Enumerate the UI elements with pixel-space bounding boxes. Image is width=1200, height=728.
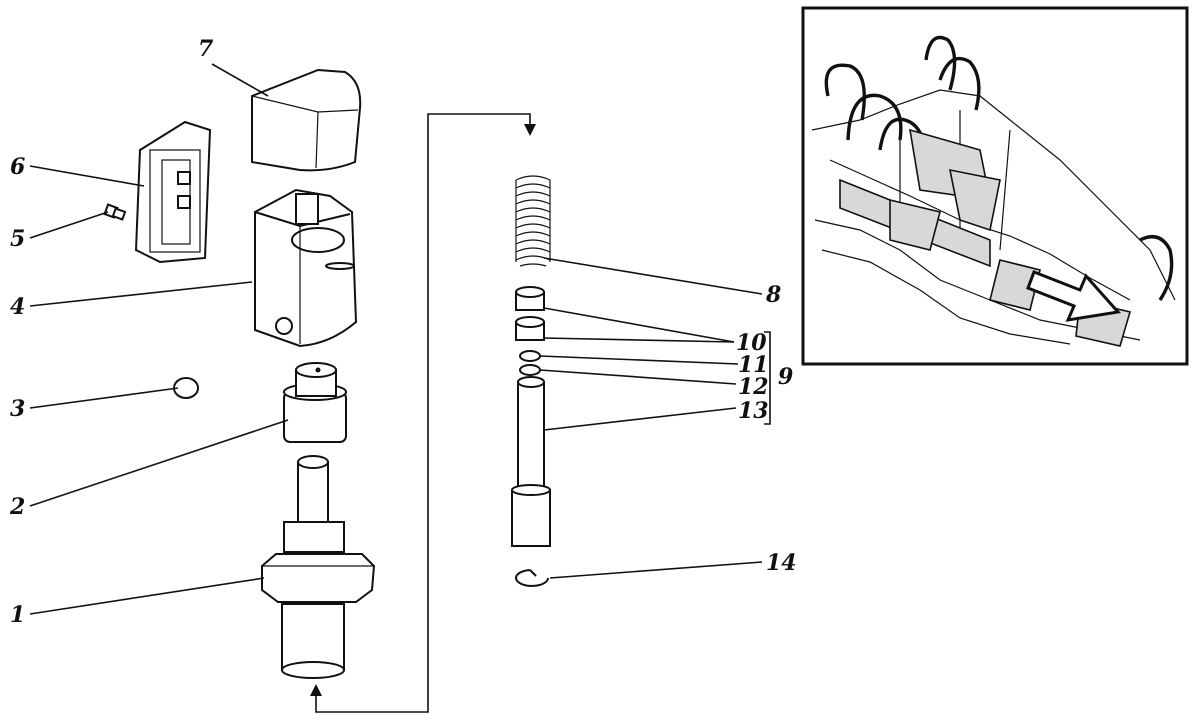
callout-8: 8: [765, 282, 781, 308]
callout-12: 12: [738, 374, 769, 400]
callout-4: 4: [10, 294, 25, 320]
location-pointer-arrow: [1026, 270, 1121, 322]
callout-6: 6: [10, 154, 25, 180]
part-retaining-ring: [515, 569, 549, 587]
part-small-screw: [103, 203, 127, 221]
callout-10: 10: [736, 330, 767, 356]
callout-14: 14: [766, 550, 797, 576]
part-washer-upper: [519, 350, 541, 362]
part-cover-cap: [251, 68, 362, 172]
part-stepped-bushing: [283, 362, 347, 443]
leader-lines: [29, 63, 771, 615]
part-plunger-tube: [511, 376, 551, 547]
callout-7: 7: [198, 36, 214, 62]
part-valve-disc-upper: [515, 286, 545, 311]
callout-9: 9: [778, 364, 793, 390]
callout-2: 2: [9, 494, 25, 520]
flow-path-connector: [310, 113, 536, 713]
callout-labels: 1 2 3 4 5 6 7 8 10 11 12 13 9 14: [9, 36, 797, 628]
part-washer-lower: [519, 364, 541, 376]
part-threaded-seat: [261, 455, 376, 679]
inset-location-view: [801, 6, 1189, 366]
part-body-block: [254, 188, 358, 348]
part-housing-frame: [134, 120, 212, 264]
callout-1: 1: [10, 602, 25, 628]
callout-3: 3: [10, 396, 25, 422]
callout-13: 13: [738, 398, 769, 424]
callout-11: 11: [738, 352, 769, 378]
part-coil-spring: [514, 175, 552, 270]
part-valve-disc-lower: [515, 316, 545, 341]
callout-5: 5: [10, 226, 25, 252]
